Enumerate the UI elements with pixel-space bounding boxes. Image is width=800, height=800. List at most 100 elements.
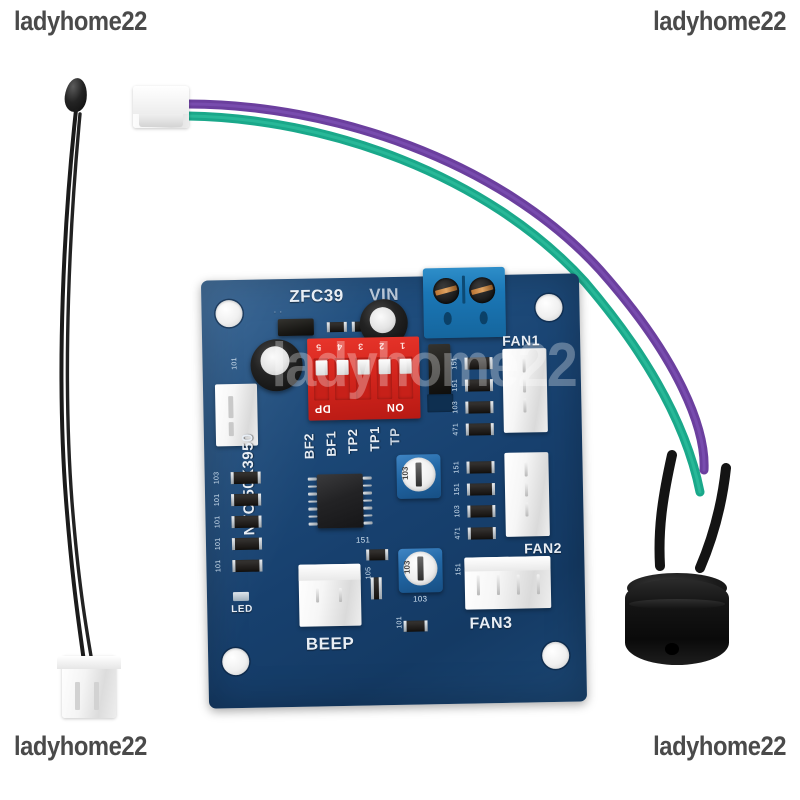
- ntc-thermistor-probe: [40, 70, 210, 718]
- fan3-connector[interactable]: [464, 556, 552, 610]
- smd-bottom-mid: [403, 620, 428, 632]
- rcode-left-5: 101: [215, 559, 223, 573]
- fan1-pin-3: [523, 398, 527, 413]
- trimmer-potentiometer-1[interactable]: 103: [396, 454, 442, 499]
- silkscreen-beep: BEEP: [305, 633, 355, 654]
- trimmer-potentiometer-2[interactable]: 103: [398, 548, 443, 593]
- silkscreen-bf2: BF2: [301, 432, 317, 460]
- capacitor-top-marking-2: [260, 345, 290, 376]
- rcode-right-m2: 151: [453, 482, 461, 496]
- rcode-right-u2: 151: [451, 378, 459, 392]
- fan2-pin-1: [524, 462, 528, 477]
- terminal-divider: [461, 275, 466, 304]
- rcode-beep: 105: [365, 566, 373, 580]
- smd-left-1: [230, 471, 261, 485]
- rcode-right-m4: 471: [454, 526, 462, 540]
- ntc-connector-slot-1: [75, 682, 80, 710]
- smd-right-m3: [467, 505, 496, 518]
- fan3-pin-3: [516, 574, 521, 595]
- smd-right-u2: [464, 379, 494, 392]
- smd-mosfet: [428, 343, 452, 399]
- buzzer-sleeve-left: [654, 450, 677, 571]
- dip-switch[interactable]: 5 4 3 2 1 DP ON: [307, 336, 421, 421]
- ic-pins-right: [362, 476, 373, 525]
- buzzer-component: [625, 565, 735, 675]
- fan1-connector[interactable]: [502, 348, 548, 433]
- fan3-pin-2: [496, 574, 501, 596]
- dip-switch-pos-2[interactable]: [376, 357, 393, 400]
- silkscreen-fan2: FAN2: [523, 539, 563, 557]
- buzzer-seam: [629, 599, 725, 609]
- silkscreen-dot-marks: · ·: [273, 307, 283, 317]
- silkscreen-led: LED: [231, 603, 253, 616]
- capacitor-top-marking: [369, 306, 396, 334]
- rcode-left-4: 101: [214, 537, 222, 551]
- silkscreen-model: ZFC39: [289, 285, 344, 306]
- terminal-wire-hole-1: [443, 311, 452, 326]
- dip-switch-pos-5[interactable]: [313, 358, 330, 401]
- watermark-bottom-left: ladyhome22: [14, 731, 147, 761]
- terminal-wire-hole-2: [479, 311, 488, 325]
- terminal-screw-2[interactable]: [468, 277, 496, 304]
- rcode-left-3: 101: [214, 515, 222, 529]
- silkscreen-bf1: BF1: [323, 430, 339, 457]
- dip-number-4: 4: [337, 341, 343, 353]
- rcode-right-m1: 151: [453, 460, 461, 474]
- ntc-connector-slot-2: [94, 682, 99, 710]
- buzzer-sleeve-right: [695, 463, 731, 573]
- smd-beep-2: [370, 577, 383, 600]
- trimmer-1-slot[interactable]: [415, 462, 422, 487]
- smd-right-u4: [465, 423, 494, 436]
- ntc-connector: [57, 656, 121, 718]
- watermark-top-right: ladyhome22: [653, 6, 786, 36]
- controller-ic: [316, 473, 364, 529]
- dip-number-2: 2: [379, 341, 385, 352]
- rcode-right-u3: 103: [452, 400, 460, 414]
- dip-number-5: 5: [316, 342, 322, 353]
- silkscreen-fan1: FAN1: [501, 332, 541, 349]
- smd-right-u3: [465, 401, 494, 414]
- fan1-pin-2: [522, 378, 527, 393]
- silkscreen-103-trim: 103: [412, 594, 428, 604]
- trimmer-2-marking: 103: [402, 560, 412, 575]
- thermistor-lead-a: [59, 108, 86, 664]
- mosfet-pad: [427, 393, 454, 413]
- silkscreen-ic-151: 151: [355, 535, 371, 545]
- fan2-pin-3: [525, 502, 529, 517]
- smd-right-m1: [466, 461, 495, 474]
- dip-switch-pos-1[interactable]: [397, 356, 414, 399]
- silkscreen-tp2: TP2: [344, 428, 361, 455]
- rcode-left-2: 101: [213, 493, 222, 507]
- trimmer-2-slot[interactable]: [417, 556, 424, 581]
- beep-connector[interactable]: [298, 563, 362, 627]
- thermistor-lead-b: [65, 112, 94, 664]
- fan3-pin-1: [476, 575, 481, 596]
- dip-switch-pos-4[interactable]: [334, 357, 351, 401]
- buzzer-connector: [133, 86, 189, 128]
- dip-label-dp: DP: [314, 402, 331, 415]
- ic-pins-left: [307, 477, 318, 526]
- smd-right-m2: [466, 483, 496, 496]
- power-terminal-block[interactable]: [422, 266, 507, 339]
- ntc-conn-slot-2: [228, 422, 234, 437]
- dip-switch-pos-3[interactable]: [355, 357, 372, 400]
- silkscreen-fan3: FAN3: [469, 614, 513, 633]
- fan1-pin-1: [522, 358, 526, 373]
- smd-right-m4: [467, 527, 496, 540]
- buzzer-sound-hole: [665, 643, 679, 655]
- rcode-left-1: 103: [213, 471, 221, 485]
- rcode-right-m3: 103: [454, 504, 462, 518]
- ntc-conn-slot-1: [228, 396, 234, 419]
- beep-pin-2: [338, 588, 343, 603]
- terminal-screw-1[interactable]: [432, 277, 460, 305]
- smd-beep-1: [366, 549, 389, 561]
- fan-controller-pcb: ZFC39 VIN · · 101: [200, 266, 588, 709]
- watermark-top-left: ladyhome22: [14, 6, 147, 36]
- trimmer-1-marking: 103: [400, 466, 410, 481]
- silkscreen-ntc: NTC-50K3950: [239, 433, 259, 536]
- watermark-bottom-right: ladyhome22: [653, 731, 786, 761]
- smd-left-4: [231, 537, 263, 551]
- smd-left-2: [231, 493, 262, 507]
- fan2-connector[interactable]: [504, 452, 550, 537]
